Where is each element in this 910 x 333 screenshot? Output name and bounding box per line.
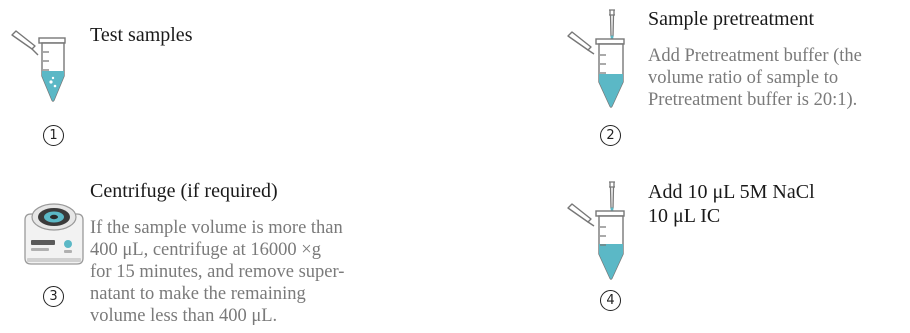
step-description: Add Pretreatment buffer (the volume rati…: [648, 45, 910, 111]
description-line: Pretreatment buffer is 20:1).: [648, 89, 910, 111]
tube-icon: [8, 22, 72, 106]
tube-with-pipette-icon: [562, 6, 632, 114]
description-line: If the sample volume is more than: [90, 217, 366, 239]
description-line: volume ratio of sample to: [648, 67, 910, 89]
reagent-line: 10 μL IC: [648, 204, 815, 228]
step-title: Sample pretreatment: [648, 8, 814, 31]
description-line: Add Pretreatment buffer (the: [648, 45, 910, 67]
description-line: for 15 minutes, and remove super-: [90, 261, 366, 283]
step-number: 1: [43, 125, 64, 146]
step-number: 2: [600, 125, 621, 146]
step-title: Centrifuge (if required): [90, 180, 278, 203]
step-number: 4: [600, 290, 621, 311]
step-description: If the sample volume is more than 400 μL…: [90, 217, 366, 327]
reagent-line: Add 10 μL 5M NaCl: [648, 180, 815, 204]
step-title: Test samples: [90, 24, 192, 47]
step-number: 3: [43, 286, 64, 307]
description-line: volume less than 400 μL.: [90, 305, 366, 327]
description-line: 400 μL, centrifuge at 16000 ×g: [90, 239, 366, 261]
tube-with-pipette-icon: [562, 178, 632, 286]
description-line: natant to make the remaining: [90, 283, 366, 305]
centrifuge-icon: [22, 200, 86, 268]
step-reagents: Add 10 μL 5M NaCl 10 μL IC: [648, 180, 815, 228]
